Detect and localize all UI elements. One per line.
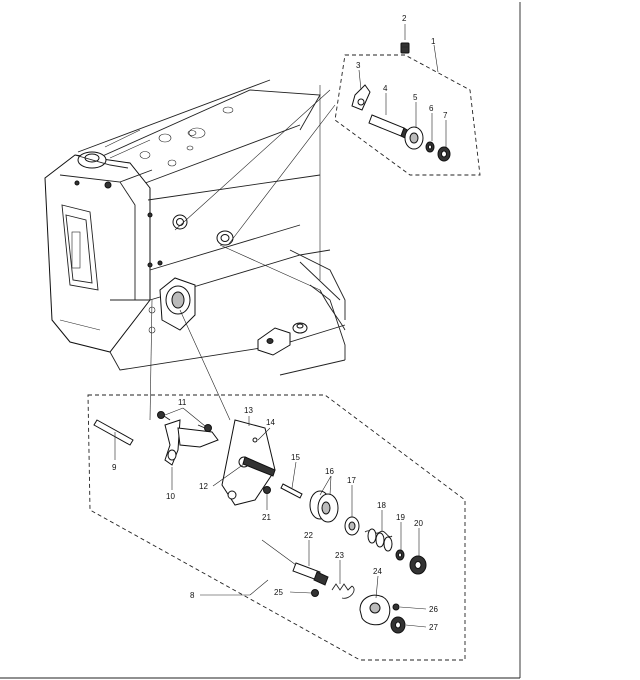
label-6: 6 <box>429 104 434 113</box>
label-25: 25 <box>274 588 283 597</box>
label-18: 18 <box>377 501 386 510</box>
label-21: 21 <box>262 513 271 522</box>
label-leaders <box>114 24 447 628</box>
leader-line <box>174 89 331 231</box>
assembly-1-outline <box>334 54 481 176</box>
label-11: 11 <box>178 398 187 407</box>
label-22: 22 <box>304 531 313 540</box>
leader-line <box>179 309 231 421</box>
label-1: 1 <box>431 37 436 46</box>
label-9: 9 <box>112 463 117 472</box>
assembly-1-parts <box>351 42 451 162</box>
label-7: 7 <box>443 111 448 120</box>
assembly-8-parts <box>93 411 427 634</box>
label-20: 20 <box>414 519 423 528</box>
label-14: 14 <box>266 418 275 427</box>
label-17: 17 <box>347 476 356 485</box>
leader-line <box>219 244 321 291</box>
label-23: 23 <box>335 551 344 560</box>
label-24: 24 <box>373 567 382 576</box>
label-3: 3 <box>356 61 361 70</box>
label-10: 10 <box>166 492 175 501</box>
leader-line <box>227 104 336 246</box>
label-13: 13 <box>244 406 253 415</box>
machine-arm <box>44 79 346 376</box>
label-19: 19 <box>396 513 405 522</box>
label-8: 8 <box>190 591 195 600</box>
label-16: 16 <box>325 467 334 476</box>
label-5: 5 <box>413 93 418 102</box>
label-2: 2 <box>402 14 407 23</box>
leader-line <box>149 299 153 421</box>
part-labels: 1 2 3 4 5 6 7 8 9 10 11 12 13 14 15 16 1… <box>112 14 448 632</box>
assembly-8-outline <box>87 394 466 661</box>
label-12: 12 <box>199 482 208 491</box>
label-27: 27 <box>429 623 438 632</box>
label-15: 15 <box>291 453 300 462</box>
label-26: 26 <box>429 605 438 614</box>
label-4: 4 <box>383 84 388 93</box>
